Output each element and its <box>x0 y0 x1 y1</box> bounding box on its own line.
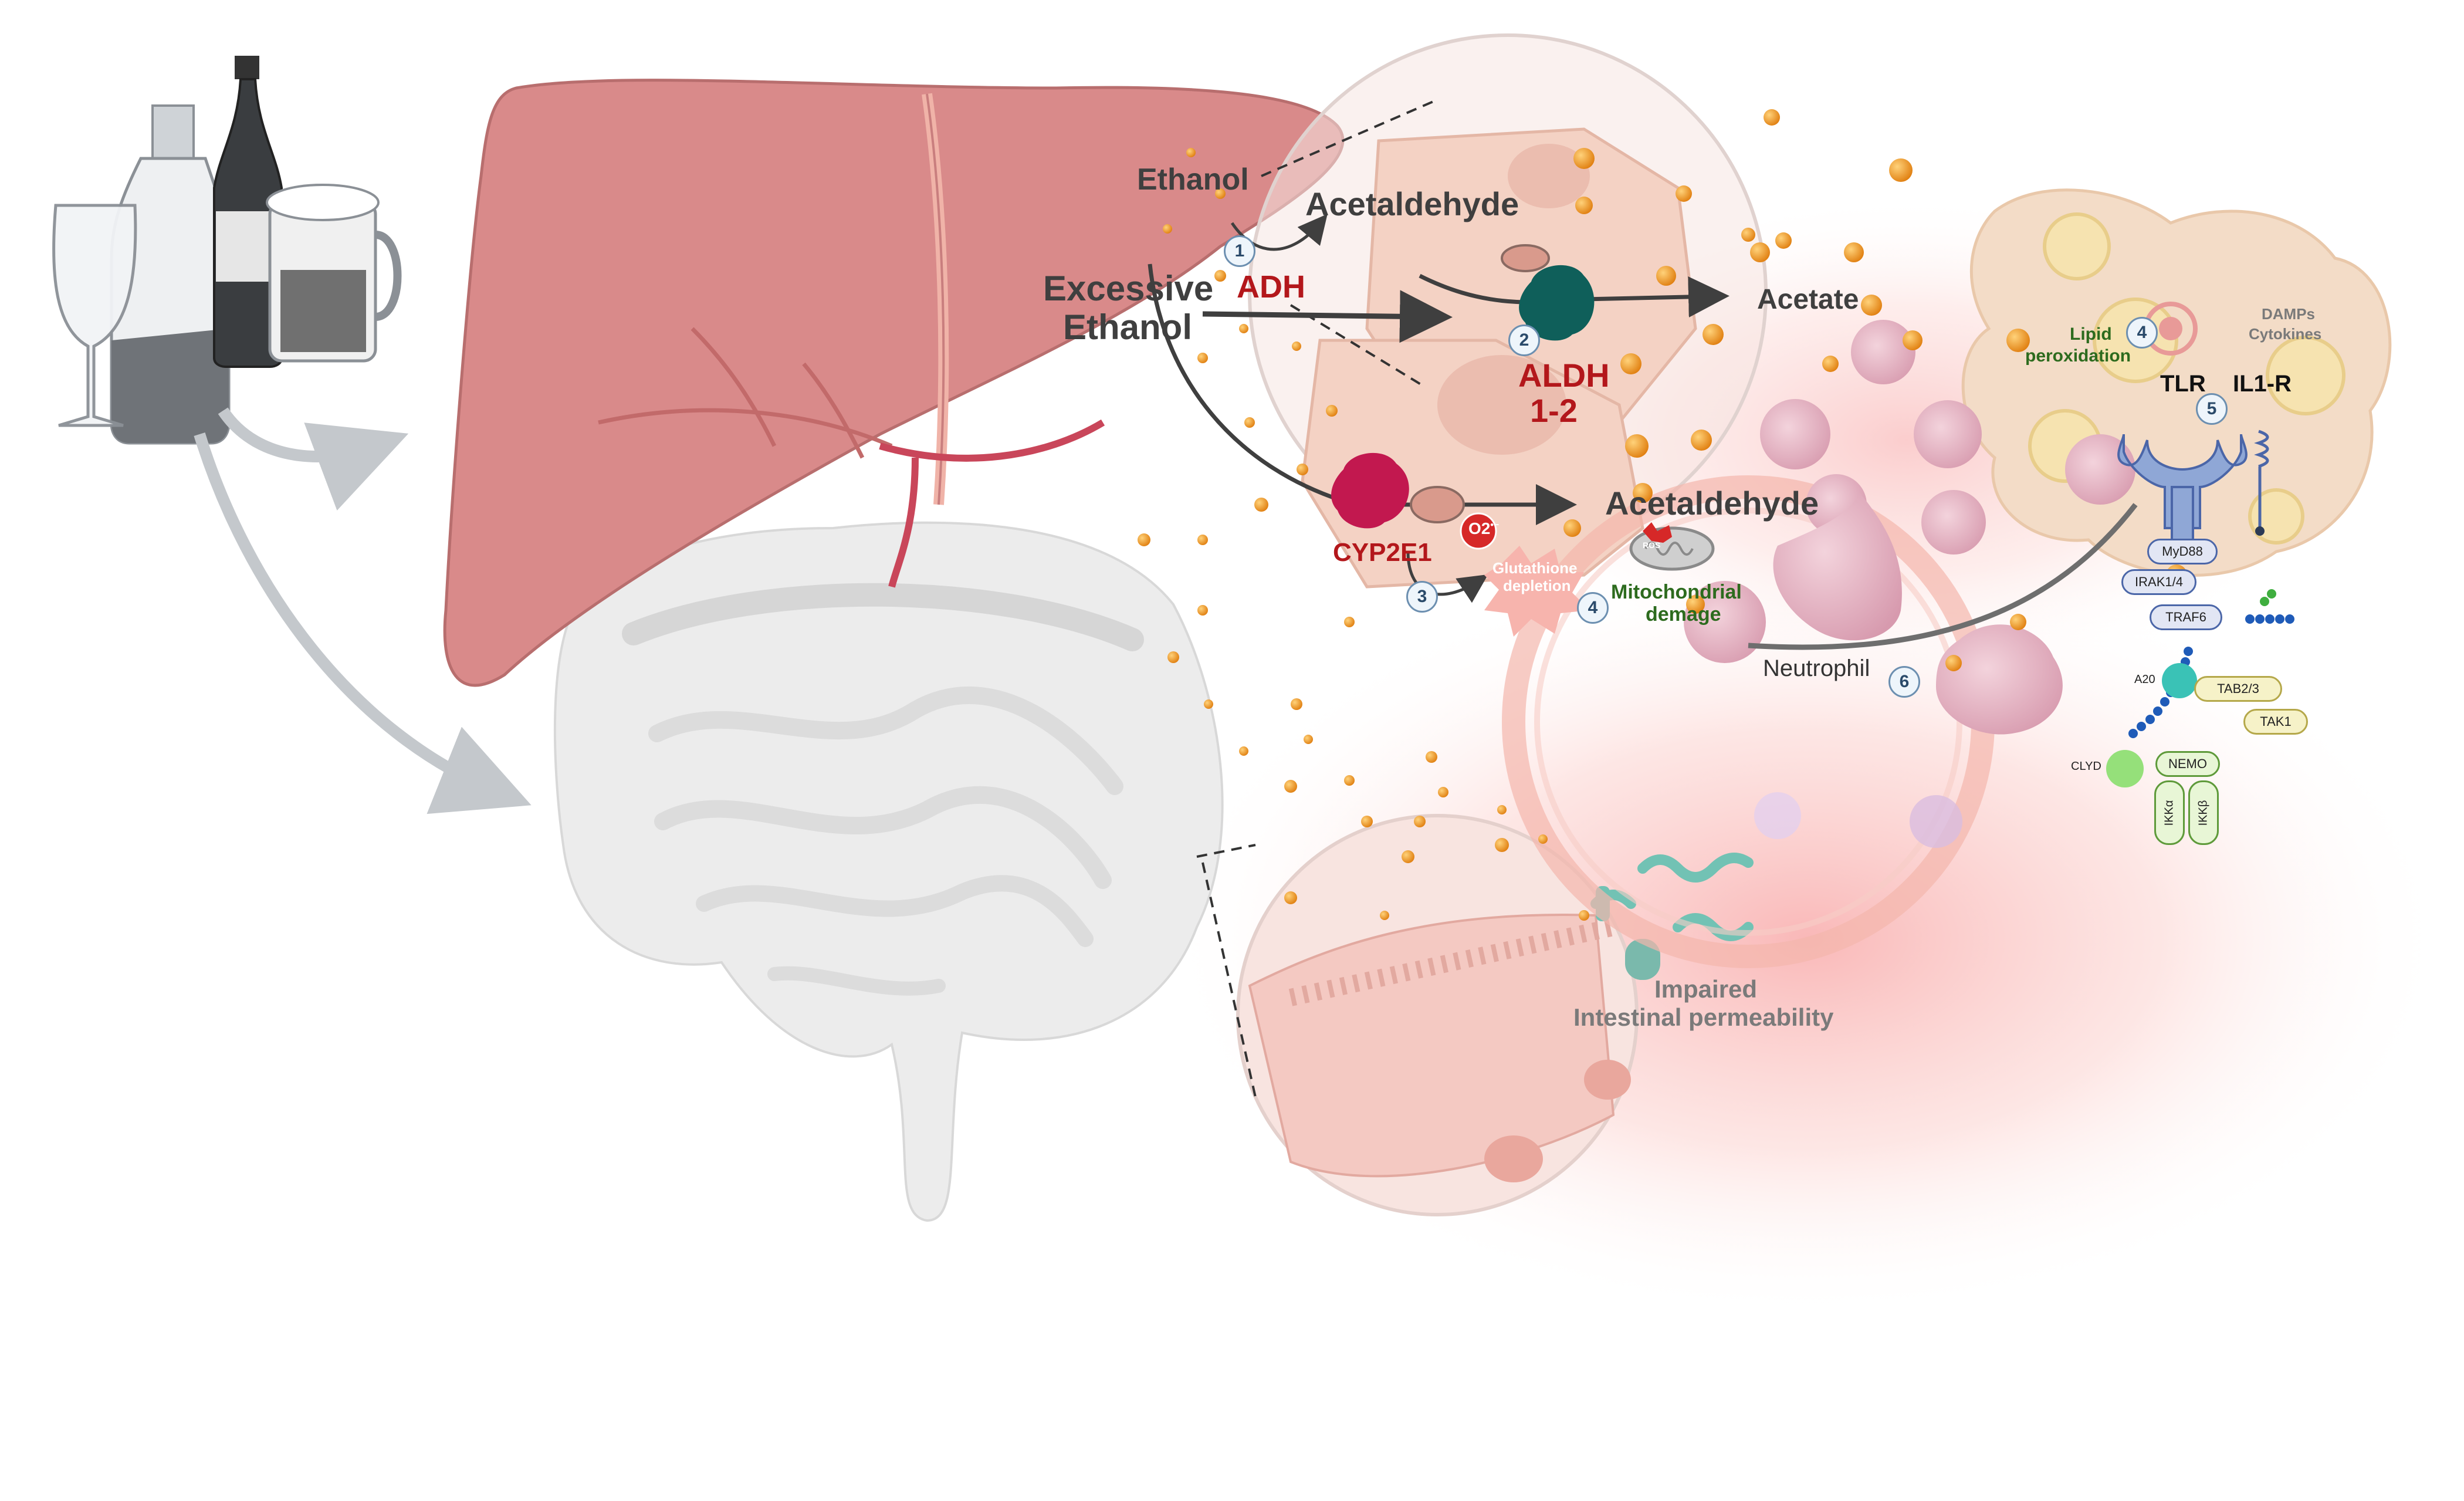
lipid-peroxidation-label-line1: Lipid <box>2070 324 2112 344</box>
zoom-guide-line <box>1261 99 1438 177</box>
traf6-node: TRAF6 <box>2150 604 2222 630</box>
step-marker-6: 6 <box>1888 666 1920 698</box>
step-marker-4-lipid: 4 <box>2126 317 2158 349</box>
aldh-label-line1: ALDH <box>1518 357 1610 394</box>
o2-label: O2•− <box>1468 519 1500 537</box>
hepatocyte-icon <box>1248 33 1768 589</box>
intestine-icon <box>553 521 1224 1222</box>
impaired-permeability-label-line1: Impaired <box>1654 975 1758 1003</box>
drinks-to-intestine-arrow <box>194 432 532 814</box>
step-marker-4-mito: 4 <box>1577 592 1609 624</box>
irak-node: IRAK1/4 <box>2121 569 2196 595</box>
step-marker-3: 3 <box>1406 581 1438 613</box>
nemo-node: NEMO <box>2155 751 2220 777</box>
glutathione-depletion-label-line1: Glutathione <box>1492 559 1578 577</box>
drinks-to-liver-arrow <box>218 407 409 511</box>
lipid-peroxidation-label-line2: peroxidation <box>2025 346 2131 366</box>
zoom-guide-line-2 <box>1289 304 1427 388</box>
adh-reaction-arrow <box>1230 214 1328 251</box>
ethanol-molecules <box>1138 109 2187 921</box>
cyp2e1-label: CYP2E1 <box>1333 538 1432 567</box>
aldh-label-line2: 1-2 <box>1530 392 1578 429</box>
cyp2e1-enzyme-icon <box>1331 452 1497 550</box>
step-marker-2: 2 <box>1508 324 1540 356</box>
acetate-label: Acetate <box>1757 284 1859 315</box>
ethanol-to-cyp2e1-arc <box>1148 263 1577 525</box>
clyd-protein-icon <box>2106 750 2144 787</box>
aldh-enzyme-icon <box>1501 244 1595 341</box>
mitochondrial-damage-label-line1: Mitochondrial <box>1611 581 1742 603</box>
glutathione-depletion-label-line2: depletion <box>1503 577 1571 594</box>
excessive-ethanol-label-line1: Excessive <box>1043 269 1214 308</box>
adh-label: ADH <box>1237 269 1305 305</box>
ikkb-node: IKKβ <box>2188 780 2219 845</box>
excessive-ethanol-label-line2: Ethanol <box>1063 307 1192 347</box>
intestinal-wall-icon <box>1236 814 1639 1216</box>
excessive-ethanol-to-aldh-arrow <box>1202 290 1453 343</box>
zoom-guide-line-4 <box>1201 862 1257 1098</box>
acetaldehyde-mid-label: Acetaldehyde <box>1605 485 1819 522</box>
tak1-node: TAK1 <box>2243 709 2308 735</box>
ros-label: ROS <box>1643 540 1661 550</box>
liver-icon <box>443 79 1345 687</box>
neutrophil-recruitment-path <box>1748 503 2138 650</box>
neutrophil-label: Neutrophil <box>1763 655 1870 681</box>
a20-protein-icon <box>2162 663 2197 698</box>
step-marker-1: 1 <box>1224 235 1255 267</box>
mitochondrial-damage-label-line2: demage <box>1646 603 1721 626</box>
myd88-node: MyD88 <box>2147 539 2218 564</box>
a20-label: A20 <box>2134 673 2155 686</box>
liquor-glasses-icon <box>52 56 402 445</box>
il1r-receptor-icon <box>2254 430 2269 536</box>
zoom-guide-line-3 <box>1196 844 1256 858</box>
ikka-node: IKKα <box>2154 780 2185 845</box>
ikka-label: IKKα <box>2162 800 2176 826</box>
step-marker-5: 5 <box>2196 393 2228 425</box>
acetaldehyde-top-label: Acetaldehyde <box>1305 185 1519 222</box>
tlr-label: TLR <box>2160 371 2206 397</box>
mitochondrion-icon <box>1484 522 1715 637</box>
impaired-permeability-label-line2: Intestinal permeability <box>1573 1003 1834 1031</box>
ikkb-label: IKKβ <box>2196 800 2210 826</box>
clyd-label: CLYD <box>2071 760 2101 773</box>
damps-cytokines-label-line1: DAMPs <box>2262 305 2316 323</box>
il1r-label: IL1-R <box>2233 371 2292 397</box>
ethanol-label: Ethanol <box>1137 163 1249 197</box>
tab23-node: TAB2/3 <box>2194 676 2282 702</box>
damps-cytokines-label-line2: Cytokines <box>2249 325 2322 343</box>
